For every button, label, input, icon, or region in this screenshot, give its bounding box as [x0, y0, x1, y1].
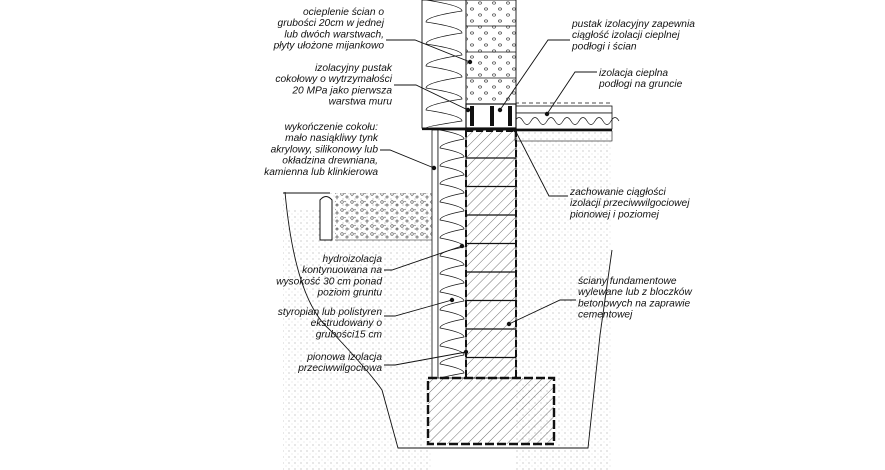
label-line: wykończenie cokołu: — [285, 122, 379, 133]
label-line: wysokość 30 cm ponad — [276, 276, 382, 287]
label-line: akrylowy, silikonowy lub — [271, 144, 379, 155]
label-line: ocieplenie ścian o — [303, 7, 384, 18]
label-line: betonowych na zaprawie — [578, 298, 690, 309]
label-line: lub dwóch warstwach, — [284, 29, 384, 40]
leader-polystyrene — [384, 299, 453, 317]
leader-waterproofing — [384, 245, 463, 271]
label-line: cokołowy o wytrzymałości — [275, 74, 392, 85]
label-line: podłogi na gruncie — [598, 79, 683, 90]
label-line: kamienna lub klinkierowa — [264, 167, 378, 178]
label-line: ekstrudowany o — [311, 318, 383, 329]
label-line: izolacji przeciwwilgociowej — [570, 198, 690, 209]
upper-insulation-wave — [425, 0, 463, 129]
label-line: płyty ułożone mijankowo — [273, 41, 385, 52]
foundation-insulation-wave — [439, 129, 465, 379]
leader-vertical-damp — [384, 351, 467, 366]
label-line: przeciwwilgociowa — [297, 363, 382, 374]
label-line: ciągłość izolacji cieplnej — [572, 30, 680, 41]
leader-lines — [380, 39, 597, 366]
leader-wall-insulation — [386, 39, 471, 63]
plinth-block-rib — [470, 106, 474, 126]
label-line: pionowa izolacja — [306, 352, 382, 363]
label-line: podłogi i ścian — [571, 41, 637, 52]
label-line: poziom gruntu — [316, 288, 382, 299]
label-line: ściany fundamentowe — [578, 276, 677, 287]
label-line: cementowej — [578, 310, 633, 321]
floor-insulation-wave — [514, 117, 620, 125]
label-line: warstwa muru — [329, 97, 393, 108]
label-line: styropian lub polistyren — [278, 307, 383, 318]
gravel-backfill — [335, 193, 432, 240]
plinth-block-rib — [508, 106, 512, 126]
soil-area — [283, 193, 432, 470]
label-line: okładzina drewniana, — [282, 156, 378, 167]
label-line: zachowanie ciągłości — [569, 187, 666, 198]
foundation-insulation — [437, 129, 467, 379]
leader-plinth-finish — [380, 149, 435, 169]
leader-floor-insulation — [546, 71, 597, 115]
floor-base-concrete — [514, 130, 613, 142]
ground-section — [283, 140, 613, 470]
curb-stone — [319, 196, 333, 241]
floor-construction — [514, 102, 620, 142]
label-line: hydroizolacja — [323, 254, 383, 265]
label-line: mało nasiąkliwy tynk — [285, 133, 379, 144]
label-line: grubości 20cm w jednej — [278, 18, 385, 29]
excavation-outline — [284, 191, 613, 449]
label-line: kontynuowana na — [302, 265, 382, 276]
label-line: izolacyjny pustak — [315, 63, 393, 74]
label-line: wylewane lub z bloczków — [578, 287, 692, 298]
foundation-blocks — [465, 129, 517, 379]
label-line: pustak izolacyjny zapewnia — [571, 19, 695, 30]
label-line: grubości15 cm — [316, 329, 383, 340]
leader-dots — [431, 59, 550, 355]
floor-screed — [514, 105, 613, 114]
upper-wall — [421, 0, 517, 131]
leader-damp-continuity — [514, 129, 568, 197]
leader-thermal-continuity — [499, 39, 570, 111]
leader-foundation-walls — [508, 299, 576, 325]
foundation-block-joints — [466, 157, 516, 359]
label-line: pionowej i poziomej — [569, 209, 660, 220]
floor-insulation-layer — [514, 112, 613, 130]
footing-concrete — [426, 376, 556, 446]
leader-plinth-block — [394, 84, 469, 111]
footing — [426, 376, 556, 446]
label-line: izolacja cieplna — [599, 68, 668, 79]
foundation-wall — [431, 129, 517, 379]
label-line: 20 MPa jako pierwsza — [291, 85, 392, 96]
plinth-block-rib — [490, 106, 494, 126]
